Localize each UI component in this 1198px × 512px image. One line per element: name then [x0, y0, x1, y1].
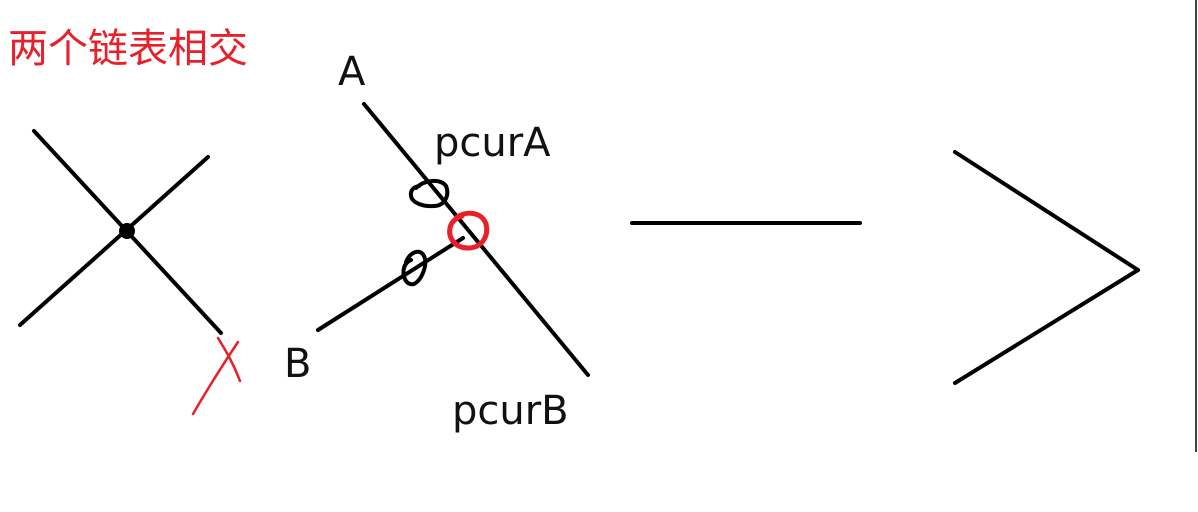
angle-lower-line: [953, 268, 1140, 385]
diagram-title: 两个链表相交: [8, 26, 248, 72]
list-b-label: B: [284, 341, 311, 387]
pointer-b-loop: [401, 249, 428, 287]
list-a-line: [362, 102, 590, 377]
pointer-a-label: pcurA: [434, 120, 551, 166]
pointer-b-label: pcurB: [452, 388, 569, 434]
pointer-a-loop: [408, 179, 450, 209]
intersecting-lists-figure: A pcurA B pcurB: [284, 49, 590, 434]
crossing-dot: [119, 223, 135, 239]
x-crossing-figure: [18, 129, 242, 416]
list-a-label: A: [338, 49, 366, 95]
red-cross-mark-stroke: [191, 340, 240, 416]
x-line-ascending: [18, 155, 210, 327]
merge-angle-figure: [953, 150, 1140, 385]
angle-upper-line: [953, 150, 1140, 272]
list-b-line: [316, 236, 465, 332]
intersection-marker: [447, 210, 490, 251]
